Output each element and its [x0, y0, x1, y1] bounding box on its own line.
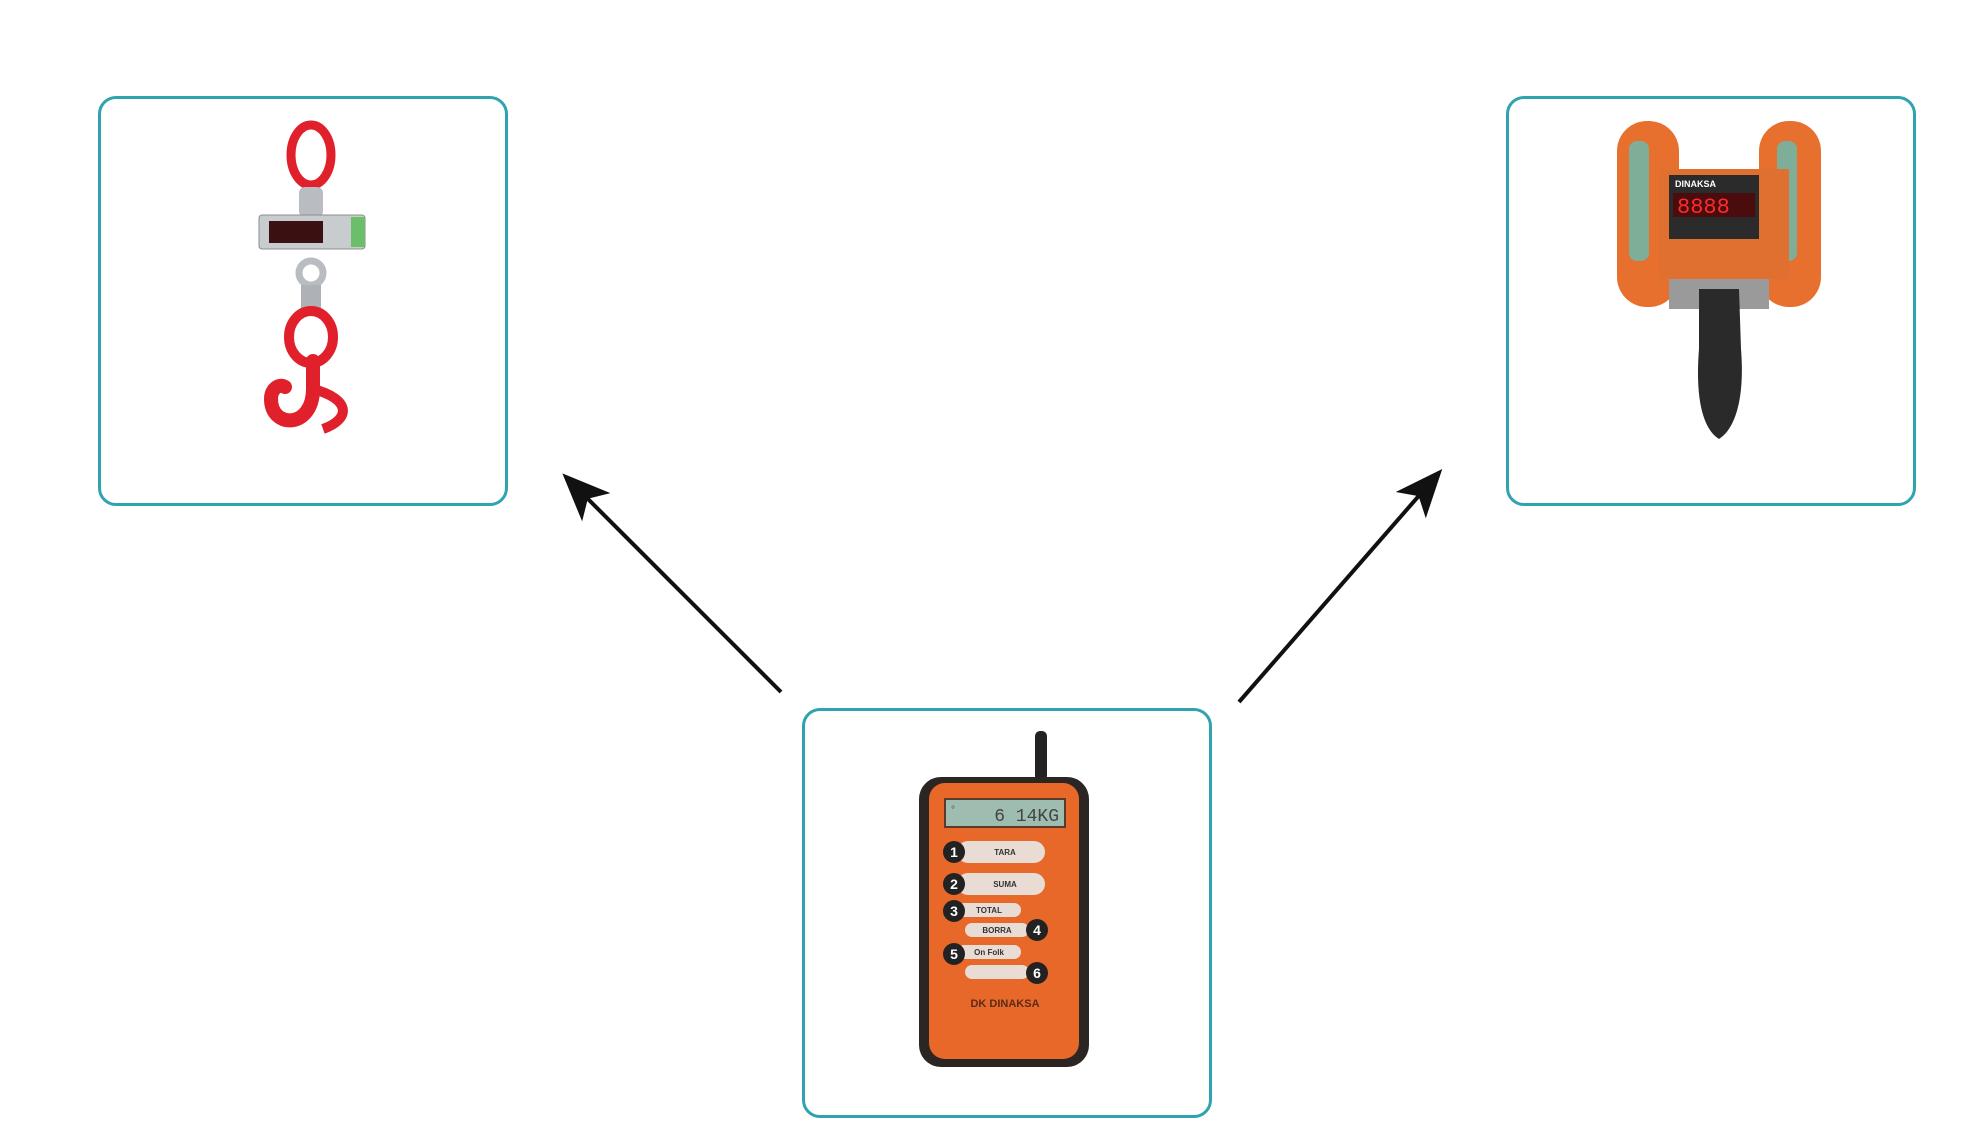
crane-scale-hook-image	[258, 120, 366, 434]
remote-display-prefix: °	[951, 805, 955, 816]
remote-button-number: 5	[950, 946, 958, 962]
remote-button-number: 1	[950, 844, 958, 860]
remote-brand: DK DINAKSA	[970, 998, 1039, 1010]
remote-button-label: BORRA	[982, 926, 1012, 935]
remote-button-label: SUMA	[993, 880, 1017, 889]
remote-control-image: ° 6 14KG TARA SUMA TOTAL BORRA On Folk 1…	[919, 731, 1089, 1067]
remote-button-label: TARA	[994, 848, 1016, 857]
remote-button-number: 4	[1033, 922, 1041, 938]
heavy-crane-scale-box: DINAKSA 8888	[1506, 96, 1916, 506]
remote-display: 6 14KG	[994, 807, 1059, 827]
remote-control-box: ° 6 14KG TARA SUMA TOTAL BORRA On Folk 1…	[802, 708, 1212, 1118]
remote-button-number: 6	[1033, 965, 1041, 981]
remote-button-number: 2	[950, 876, 958, 892]
remote-button-number: 3	[950, 903, 958, 919]
remote-button-label: TOTAL	[976, 906, 1002, 915]
heavy-crane-scale-image: DINAKSA 8888	[1617, 121, 1821, 439]
heavy-scale-brand: DINAKSA	[1675, 179, 1717, 189]
remote-button-label: On Folk	[974, 948, 1004, 957]
heavy-scale-display: 8888	[1677, 195, 1730, 220]
arrow-to-hook-scale	[562, 473, 783, 694]
arrow-to-heavy-scale	[1237, 468, 1443, 704]
crane-scale-hook-box	[98, 96, 508, 506]
